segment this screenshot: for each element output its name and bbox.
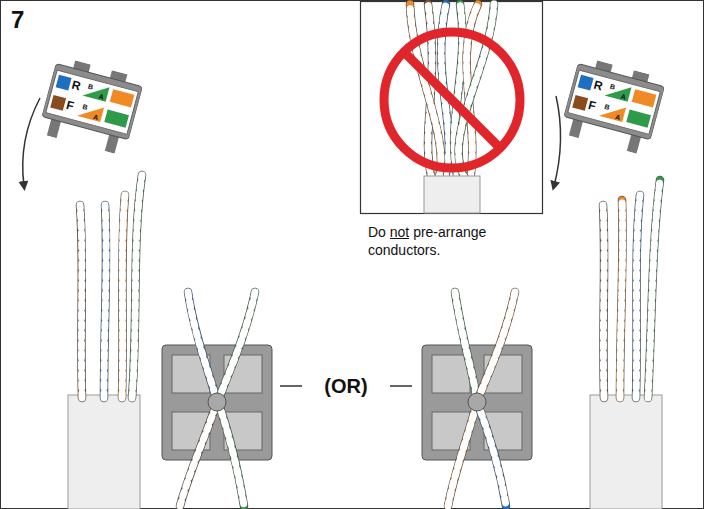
twisted-pair [477, 402, 506, 506]
twisted-pair [636, 195, 640, 398]
twisted-pair [477, 292, 515, 402]
twisted-pair [620, 200, 623, 398]
connector-hub [208, 393, 226, 411]
twisted-pair [104, 205, 106, 398]
twisted-pair [188, 292, 217, 402]
cap-part: RBAFBA [559, 56, 667, 157]
twisted-pair [104, 205, 106, 398]
twisted-pair [620, 200, 623, 398]
step-number: 7 [11, 8, 24, 32]
twisted-pair [477, 292, 515, 402]
cap-body [559, 56, 667, 157]
cap-part: RBAFBA [37, 56, 145, 157]
connector-hub [468, 393, 486, 411]
cable-jacket [68, 395, 140, 509]
twisted-pair [180, 402, 217, 506]
connector-body [422, 345, 532, 460]
twisted-pair [180, 402, 217, 506]
cable-jacket [424, 176, 480, 213]
twisted-pair [448, 402, 477, 506]
twisted-pair [218, 402, 244, 506]
twisted-pair [455, 292, 477, 402]
connector-body [162, 345, 272, 460]
dash [390, 385, 412, 387]
note-text: Do not pre-arrange conductors. [368, 223, 538, 259]
twisted-pair [636, 195, 640, 398]
twisted-pair [636, 195, 640, 398]
twisted-pair [180, 402, 217, 506]
twisted-pair [218, 292, 255, 402]
motion-arrow [554, 96, 561, 186]
prohibition-circle [384, 32, 520, 168]
dash [280, 385, 302, 387]
twisted-pair [603, 205, 604, 398]
twisted-pair [218, 402, 244, 506]
underline [390, 238, 409, 239]
twisted-pair [455, 292, 477, 402]
twisted-pair [455, 292, 477, 402]
twisted-pair [122, 195, 125, 398]
twisted-pair [80, 205, 82, 398]
twisted-pair [218, 292, 255, 402]
twisted-pair [477, 402, 506, 506]
twisted-pair [620, 200, 623, 398]
twisted-pair [448, 402, 477, 506]
twisted-pair [80, 205, 82, 398]
twisted-pair [132, 175, 142, 398]
motion-arrow [23, 98, 40, 186]
prohibition-slash [404, 52, 500, 148]
wires [80, 175, 660, 506]
twisted-pair [80, 205, 82, 398]
twisted-pair [188, 292, 217, 402]
or-label: (OR) [305, 376, 387, 396]
twisted-pair [648, 180, 660, 398]
twisted-pair [648, 180, 660, 398]
twisted-pair [648, 180, 660, 398]
inset-box [361, 2, 543, 214]
twisted-pair [448, 402, 477, 506]
twisted-pair [477, 292, 515, 402]
twisted-pair [132, 175, 142, 398]
twisted-pair [218, 292, 255, 402]
cable-jacket [590, 395, 662, 509]
twisted-pair [477, 402, 506, 506]
twisted-pair [104, 205, 106, 398]
twisted-pair [218, 402, 244, 506]
twisted-pair [132, 175, 142, 398]
twisted-pair [122, 195, 125, 398]
twisted-pair [603, 205, 604, 398]
twisted-pair [122, 195, 125, 398]
cap-body [37, 56, 145, 157]
twisted-pair [188, 292, 217, 402]
twisted-pair [603, 205, 604, 398]
